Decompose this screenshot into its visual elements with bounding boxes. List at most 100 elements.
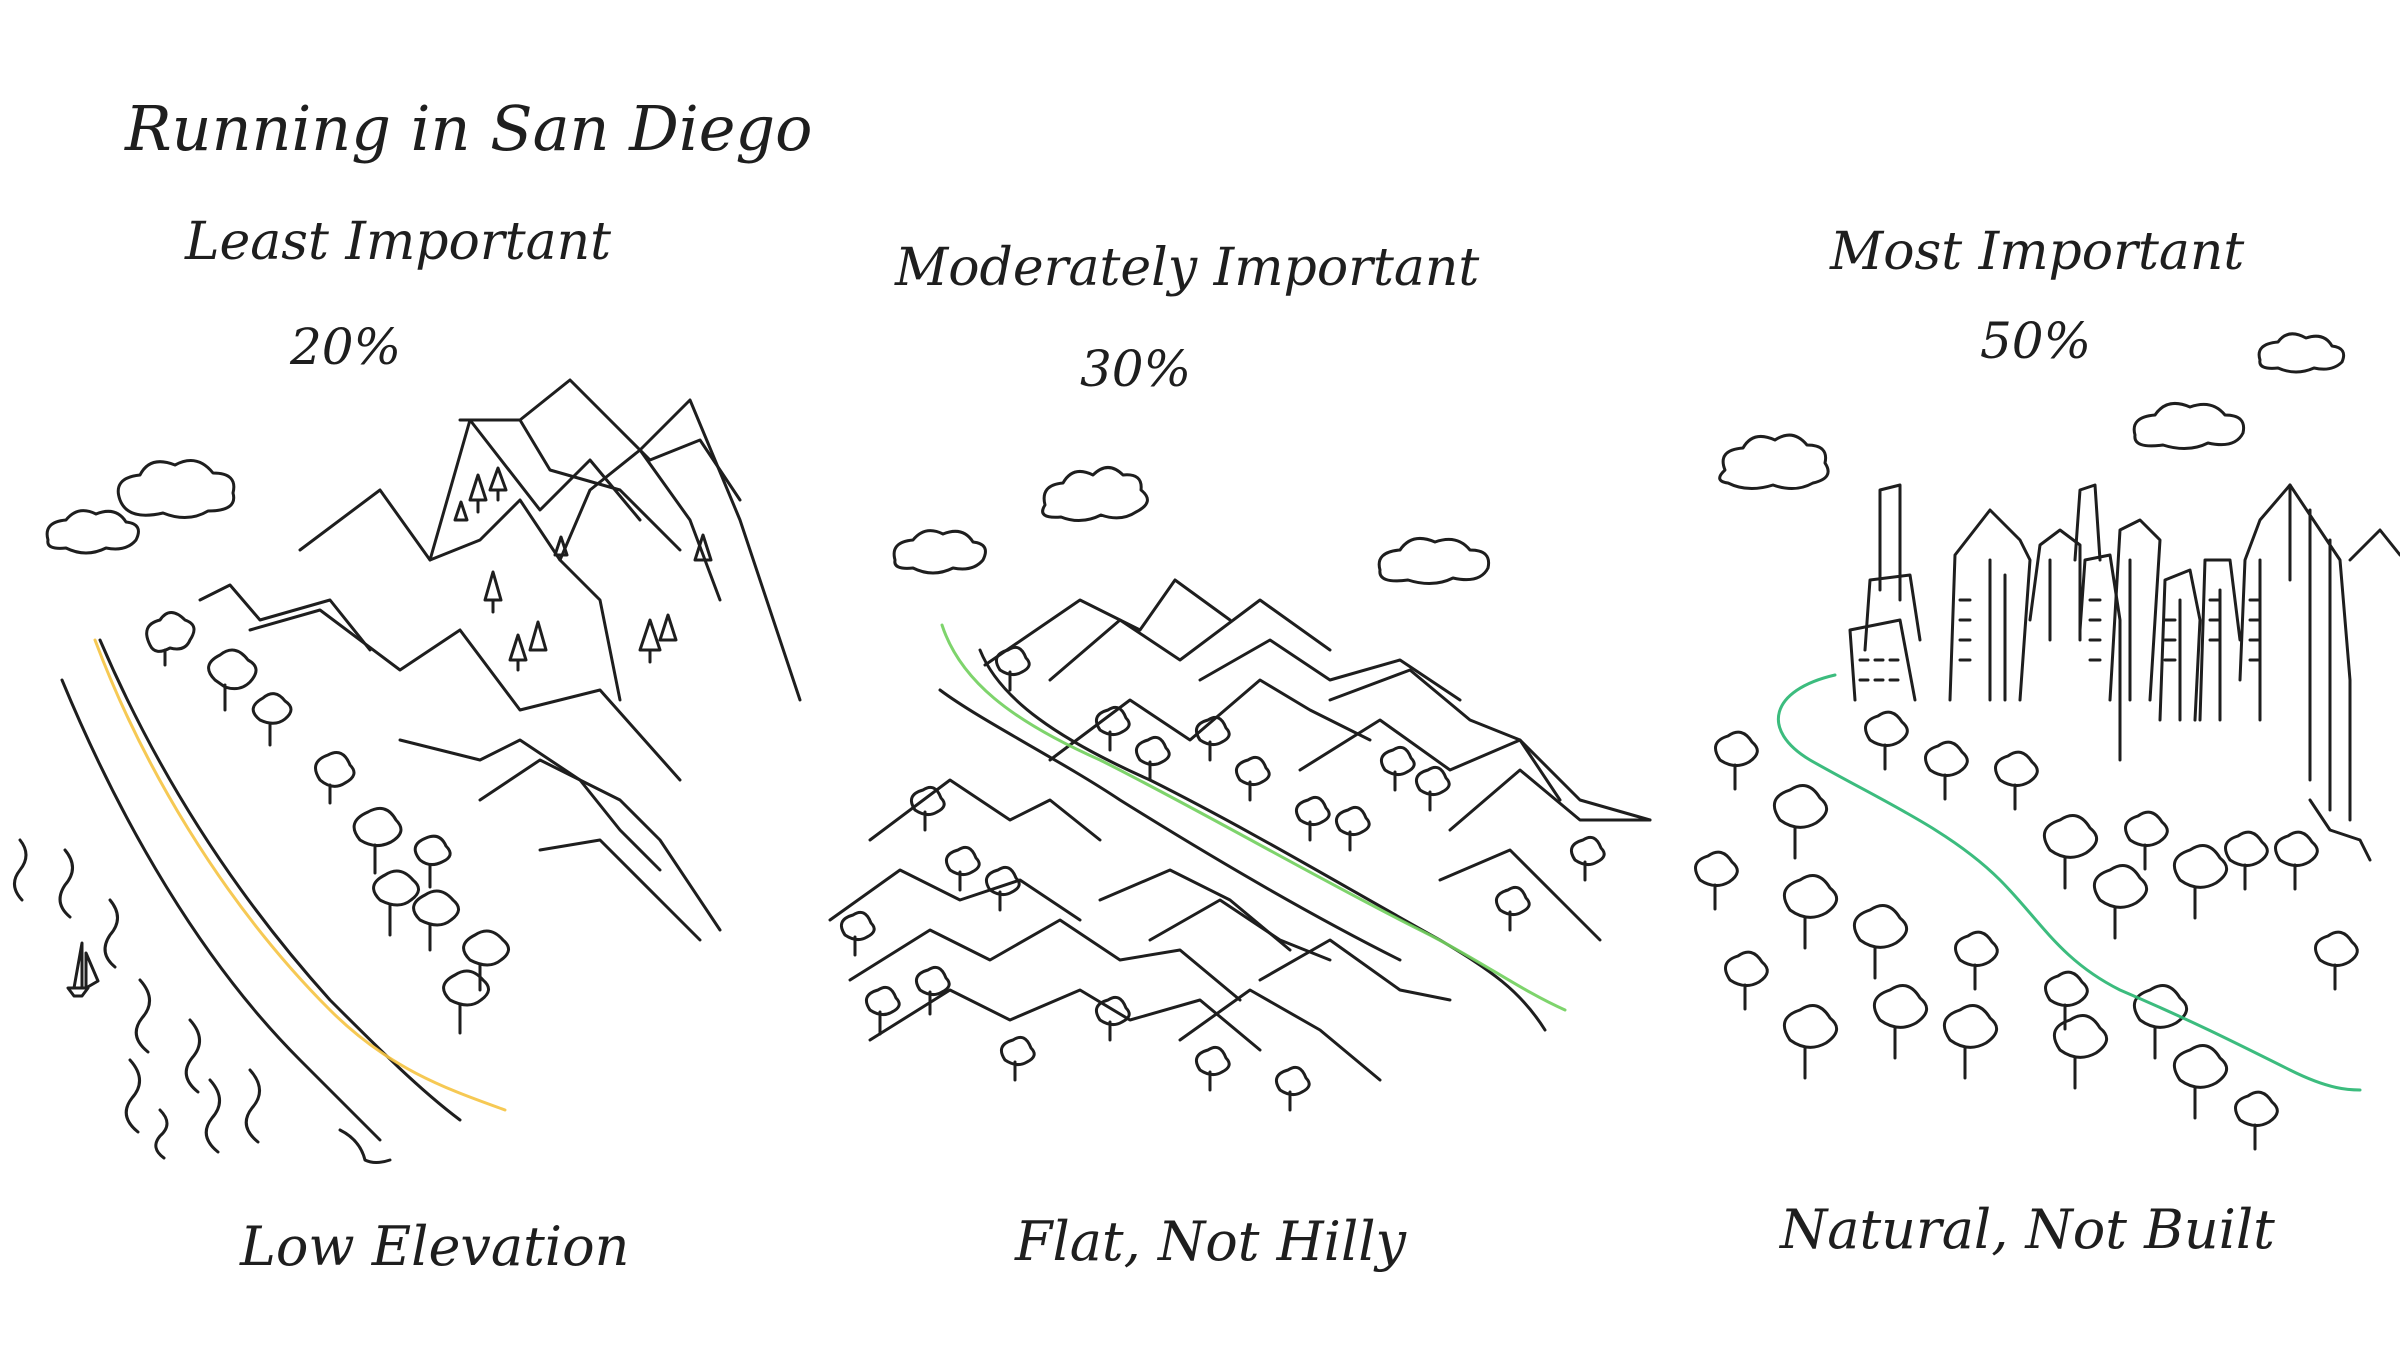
pine-tree — [693, 533, 713, 562]
hill — [1438, 848, 1602, 942]
cloud — [1377, 536, 1491, 585]
panel-3-percent: 50% — [1980, 312, 2092, 370]
panel-2-caption: Flat, Not Hilly — [1015, 1210, 1406, 1273]
sailboat — [66, 941, 100, 998]
pine-tree — [528, 620, 548, 652]
road-edge — [938, 688, 1402, 962]
pine-tree — [638, 618, 662, 664]
panel-1-caption: Low Elevation — [240, 1215, 630, 1278]
tree — [1772, 784, 1828, 860]
mountain — [638, 448, 722, 602]
tree — [2234, 1090, 2279, 1151]
building — [2073, 483, 2102, 562]
hill — [1298, 718, 1652, 822]
route-band — [1777, 673, 2362, 1092]
hill — [1258, 938, 1452, 1002]
panel-3-heading: Most Important — [1830, 222, 2245, 282]
hill — [1048, 678, 1372, 762]
cloud — [2257, 332, 2346, 374]
tree — [1294, 795, 1331, 842]
tree — [2224, 830, 2269, 891]
hill — [868, 988, 1262, 1052]
building — [2028, 528, 2082, 642]
tree — [1994, 750, 2039, 811]
building — [1848, 618, 1917, 702]
hill — [828, 868, 1082, 922]
tree — [372, 869, 420, 937]
wave — [103, 898, 119, 969]
route-band — [940, 623, 1567, 1012]
tree — [2274, 830, 2319, 891]
hill — [1148, 898, 1332, 962]
tree — [984, 865, 1021, 912]
tree — [314, 751, 356, 805]
hill — [1098, 868, 1292, 952]
panel-2-percent: 30% — [1080, 340, 1192, 398]
tree — [914, 965, 951, 1016]
tree — [2124, 810, 2169, 871]
wave — [58, 848, 74, 919]
hill — [868, 778, 1102, 842]
tree — [2172, 1044, 2228, 1120]
panel-2-heading: Moderately Important — [895, 238, 1480, 298]
mountain — [538, 838, 702, 942]
cloud — [116, 459, 236, 519]
tree — [1494, 885, 1531, 932]
pine-tree — [468, 473, 488, 514]
building-windows — [1858, 598, 2260, 682]
hill — [1198, 638, 1462, 702]
tree — [2314, 930, 2359, 991]
cloud — [1041, 466, 1149, 522]
pine-tree — [658, 613, 678, 642]
tree — [2042, 814, 2098, 890]
tree — [1194, 1045, 1231, 1092]
building — [2238, 483, 2352, 822]
hill — [1048, 598, 1332, 682]
wave — [134, 978, 151, 1054]
tree — [1942, 1004, 1998, 1080]
tree — [1694, 850, 1739, 911]
tree — [944, 845, 981, 892]
tree — [1782, 1004, 1838, 1080]
mountain — [478, 758, 722, 932]
tree — [1379, 745, 1416, 792]
tree — [2132, 984, 2188, 1060]
tree — [1954, 930, 1999, 991]
building — [2288, 483, 2332, 812]
wave — [338, 1128, 392, 1164]
tree — [1094, 995, 1131, 1042]
tree — [1274, 1065, 1311, 1112]
tree — [1714, 730, 1759, 791]
tree — [1334, 805, 1371, 852]
coastline — [98, 638, 462, 1122]
cloud — [45, 509, 140, 555]
pine-tree — [453, 500, 469, 522]
mountain — [398, 738, 662, 872]
tree — [1724, 950, 1769, 1011]
tree — [1134, 735, 1171, 782]
mountain — [248, 608, 682, 782]
panel-3-caption: Natural, Not Built — [1780, 1198, 2275, 1261]
tree — [2092, 864, 2148, 940]
pine-tree — [488, 466, 508, 502]
panel-1-illustration — [13, 378, 802, 1164]
tree — [1414, 765, 1451, 812]
building — [2348, 528, 2400, 562]
tree — [994, 645, 1031, 692]
road-edge — [978, 648, 1547, 1032]
mountain — [198, 583, 372, 652]
pine-tree — [553, 535, 569, 557]
panel-1-percent: 20% — [290, 318, 402, 376]
tree — [145, 611, 196, 667]
tree — [1924, 740, 1969, 801]
tree — [251, 692, 293, 747]
mountain — [518, 378, 742, 502]
wave — [244, 1068, 261, 1144]
tree — [2172, 844, 2228, 920]
tree — [1569, 835, 1606, 882]
building — [2308, 798, 2372, 862]
tree — [2052, 1014, 2108, 1090]
hill — [983, 578, 1232, 667]
building — [2158, 568, 2202, 722]
